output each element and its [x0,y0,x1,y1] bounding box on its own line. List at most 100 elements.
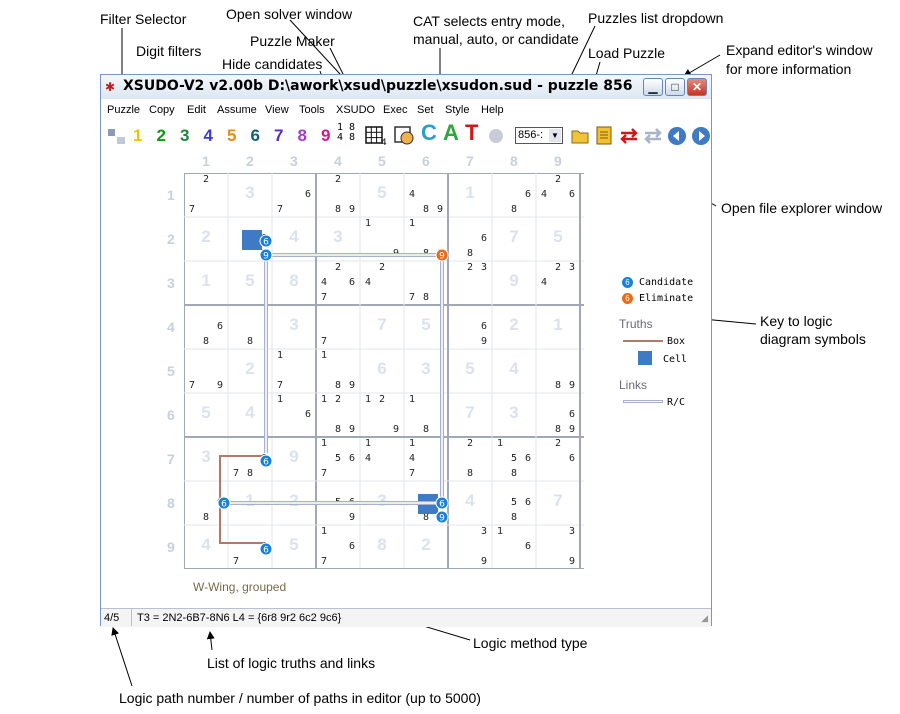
sudoku-cell[interactable]: 5 [404,305,448,349]
puzzles-list-dropdown[interactable]: 856-: ▼ [515,127,563,144]
sudoku-cell[interactable]: 1 [448,173,492,217]
sudoku-cell[interactable]: 6 [360,349,404,393]
sudoku-cell[interactable]: 3 [228,173,272,217]
sudoku-cell[interactable]: 5 [448,349,492,393]
clear-icon[interactable] [489,129,503,143]
sudoku-cell[interactable]: 7 [448,393,492,437]
digit-filter-9[interactable]: 9 [321,126,331,145]
swap-red-icon[interactable] [618,127,640,145]
sudoku-cell[interactable]: 4 [448,481,492,525]
sudoku-cell[interactable]: 2 [184,217,228,261]
menu-puzzle[interactable]: Puzzle [107,104,141,116]
sudoku-cell[interactable]: 9 [272,437,316,481]
sudoku-cell[interactable]: 4 [228,393,272,437]
digit-filter-7[interactable]: 7 [274,126,284,145]
menu-assume[interactable]: Assume [217,104,257,116]
sudoku-cell[interactable]: 2 [492,305,536,349]
menu-help[interactable]: Help [481,104,504,116]
menu-style[interactable]: Style [445,104,470,116]
title-bar[interactable]: ✱ XSUDO-V2 v2.00b D:\awork\xsud\puzzle\x… [101,75,711,99]
digit-filter-6[interactable]: 6 [250,126,260,145]
sudoku-cell[interactable]: 2 [404,525,448,569]
sudoku-cell[interactable]: 3 [404,349,448,393]
sudoku-cell[interactable]: 2 [272,481,316,525]
sudoku-cell[interactable]: 4 [272,217,316,261]
sudoku-cell[interactable]: 5 [184,393,228,437]
menu-exec[interactable]: Exec [383,104,408,116]
menu-xsudo[interactable]: XSUDO [336,104,376,116]
sudoku-cell[interactable]: 2 [228,349,272,393]
sudoku-cell[interactable]: 3 [316,217,360,261]
sudoku-cell[interactable]: 7 [492,217,536,261]
solver-icon[interactable] [394,126,416,146]
sudoku-cell[interactable]: 1 [536,305,580,349]
sudoku-cell[interactable]: 7 [536,481,580,525]
filter-selector-icon[interactable] [108,129,126,145]
swap-gray-icon[interactable] [642,127,664,145]
digit-filter-5[interactable]: 5 [227,126,237,145]
sudoku-cell[interactable]: 5 [536,217,580,261]
digit-filter-8[interactable]: 8 [297,126,307,145]
previous-path-icon[interactable] [667,126,687,146]
digit-filter-4[interactable]: 4 [203,126,213,145]
sudoku-cell[interactable]: 8 [228,305,272,349]
load-puzzle-icon[interactable] [571,127,591,145]
menu-tools[interactable]: Tools [299,104,325,116]
sudoku-cell[interactable]: 7 [316,305,360,349]
candidate-mode-button[interactable]: C [421,120,437,145]
digit-filter-3[interactable]: 3 [180,126,190,145]
digit-filter-2[interactable]: 2 [156,126,166,145]
maximize-button[interactable]: □ [665,78,685,96]
close-button[interactable]: ✕ [687,78,707,96]
minimize-button[interactable]: ▁ [643,78,663,96]
file-explorer-icon[interactable] [595,126,613,146]
sudoku-cell[interactable]: 4 [184,525,228,569]
sudoku-cell[interactable]: 3 [492,393,536,437]
hide-candidates-button[interactable]: 1 8 4 8 [337,122,356,143]
sudoku-cell[interactable]: 7 [360,305,404,349]
sudoku-cell[interactable]: 1 [184,261,228,305]
sudoku-cell[interactable]: 3 [360,481,404,525]
sudoku-cell[interactable]: 3 [184,437,228,481]
sudoku-cell[interactable]: 4 [492,349,536,393]
menu-copy[interactable]: Copy [149,104,175,116]
puzzle-maker-icon[interactable]: 4 [365,126,387,146]
sudoku-cell[interactable]: 8 [272,261,316,305]
sudoku-cell[interactable]: 8 [360,525,404,569]
sudoku-cell[interactable]: 1 [228,481,272,525]
sudoku-grid[interactable]: 2736728954891682462694319189687515824672… [184,173,584,569]
menu-edit[interactable]: Edit [187,104,206,116]
sudoku-cell[interactable]: 3 [272,305,316,349]
menu-view[interactable]: View [265,104,289,116]
sudoku-cell[interactable]: 9 [492,261,536,305]
menu-set[interactable]: Set [417,104,434,116]
next-path-icon[interactable] [691,126,711,146]
